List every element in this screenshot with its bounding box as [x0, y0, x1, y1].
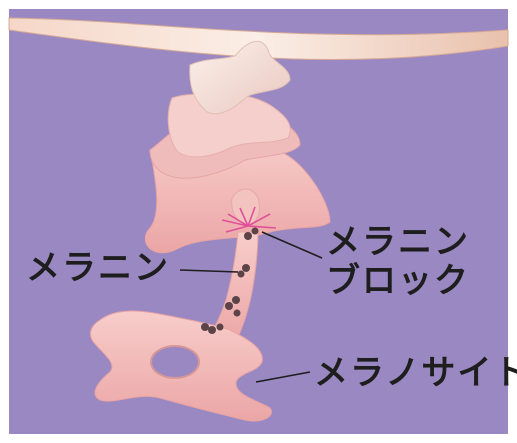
melanin-granule: [217, 324, 224, 331]
label-melanin-block-line2: ブロック: [326, 262, 470, 301]
melanin-granule: [234, 310, 241, 317]
melanin-granule: [208, 326, 216, 334]
melanin-granule: [252, 228, 259, 235]
label-melanin-block: メラニン ブロック: [326, 223, 470, 301]
melanin-granule: [232, 296, 240, 304]
melanin-granule: [201, 323, 209, 331]
label-melanocyte: メラノサイト: [314, 354, 517, 393]
melanin-granule: [225, 302, 233, 310]
label-melanin-block-line1: メラニン: [326, 223, 470, 262]
melanocyte-nucleus-hole: [151, 346, 199, 378]
melanin-granule: [242, 264, 250, 272]
melanin-granule: [238, 271, 245, 278]
label-melanin: メラニン: [26, 249, 170, 288]
melanin-granule: [244, 232, 252, 240]
